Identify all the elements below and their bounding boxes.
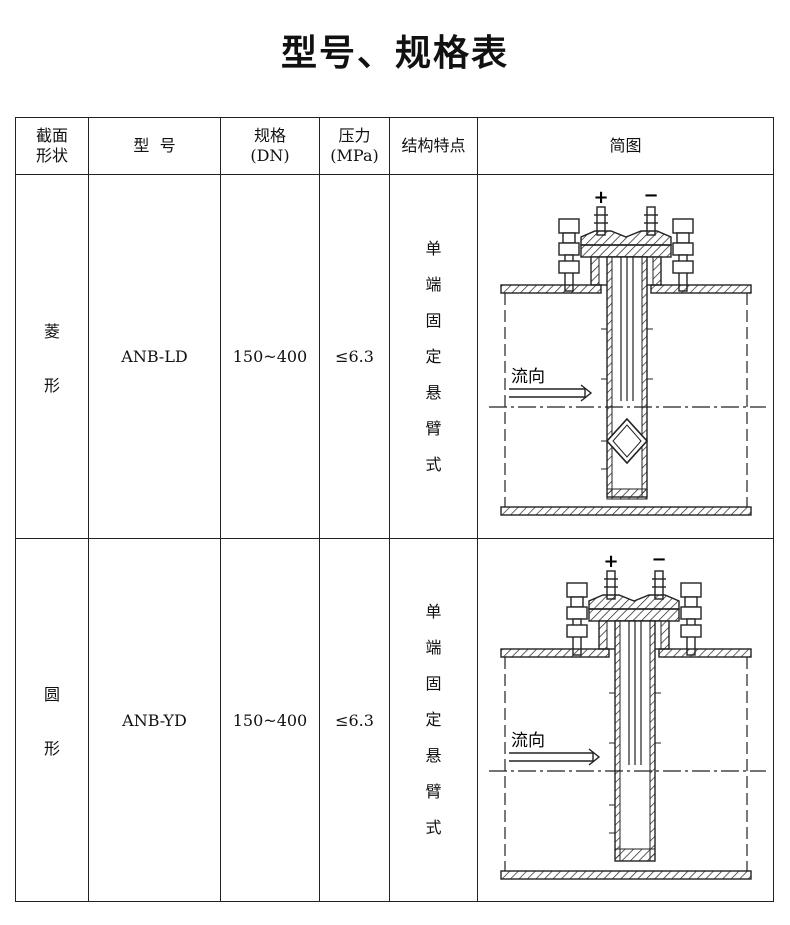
plus-terminal-label: +: [603, 551, 618, 572]
table-row: 菱 形 ANB-LD 150~400 ≤6.3 单 端 固 定 悬 臂 式: [15, 174, 774, 539]
cell-structure: 单 端 固 定 悬 臂 式: [389, 538, 478, 902]
cell-spec: 150~400: [220, 538, 320, 902]
cell-pressure: ≤6.3: [319, 174, 390, 539]
flow-direction-label: 流向: [511, 731, 545, 751]
structure-char: 单: [425, 602, 442, 621]
shape-char: 圆: [43, 685, 60, 704]
header-pressure-line1: 压力: [338, 126, 371, 145]
flow-direction-label: 流向: [511, 367, 545, 387]
structure-char: 固: [425, 310, 442, 330]
cell-diagram: + −: [477, 174, 774, 539]
header-diagram: 简图: [477, 117, 774, 175]
structure-char: 定: [425, 346, 442, 366]
cell-structure: 单 端 固 定 悬 臂 式: [389, 174, 478, 539]
structure-char: 悬: [425, 382, 442, 402]
header-structure: 结构特点: [389, 117, 478, 175]
flow-arrow: [508, 388, 586, 398]
structure-char: 端: [425, 274, 442, 294]
header-model: 型 号: [88, 117, 221, 175]
structure-char: 端: [425, 638, 442, 657]
shape-char: 形: [43, 739, 60, 758]
header-shape-line1: 截面: [35, 126, 68, 145]
cell-diagram: + −: [477, 538, 774, 902]
flange: [587, 593, 680, 650]
shape-char: 形: [43, 375, 60, 395]
table-row: 圆 形 ANB-YD 150~400 ≤6.3 单 端 固 定 悬 臂 式: [15, 538, 774, 902]
structure-char: 定: [425, 710, 442, 729]
cell-shape: 菱 形: [15, 174, 89, 539]
terminal-posts: [603, 569, 666, 600]
minus-terminal-label: −: [651, 549, 666, 570]
cell-shape: 圆 形: [15, 538, 89, 902]
pipe-wall: [499, 647, 752, 880]
structure-char: 式: [425, 454, 442, 474]
header-model-label: 型 号: [133, 136, 176, 155]
cell-pressure: ≤6.3: [319, 538, 390, 902]
flow-arrow-head: [588, 747, 600, 766]
flow-arrow: [508, 751, 594, 762]
header-shape-line2: 形状: [35, 146, 68, 165]
header-pressure-line2: (MPa): [330, 146, 379, 165]
cell-model: ANB-LD: [88, 174, 221, 539]
bolt-assembly: [557, 218, 694, 292]
spec-table: 截面 形状 型 号 规格 (DN) 压力 (MPa) 结构特点 简图 菱 形 A…: [15, 117, 774, 902]
pipe-wall: [499, 284, 752, 516]
header-pressure: 压力 (MPa): [319, 117, 390, 175]
structure-char: 臂: [425, 418, 442, 438]
header-spec: 规格 (DN): [220, 117, 320, 175]
structure-char: 式: [425, 818, 442, 837]
structure-char: 单: [425, 238, 442, 258]
table-header-row: 截面 形状 型 号 规格 (DN) 压力 (MPa) 结构特点 简图: [15, 117, 774, 175]
structure-char: 悬: [425, 746, 442, 765]
diamond-section-diagram: + −: [488, 185, 766, 516]
cell-model: ANB-YD: [88, 538, 221, 902]
flow-arrow-head: [580, 384, 592, 402]
page-title: 型号、规格表: [280, 33, 509, 74]
bolt-assembly: [565, 581, 702, 656]
structure-char: 臂: [425, 782, 442, 801]
structure-char: 固: [425, 674, 442, 693]
plus-terminal-label: +: [593, 187, 608, 208]
probe-body: [608, 619, 661, 862]
probe-body: [600, 256, 653, 500]
header-spec-line1: 规格: [253, 126, 286, 145]
cell-spec: 150~400: [220, 174, 320, 539]
shape-char: 菱: [43, 321, 60, 341]
header-shape: 截面 形状: [15, 117, 89, 175]
header-spec-line2: (DN): [250, 146, 290, 165]
minus-terminal-label: −: [643, 185, 658, 206]
round-section-diagram: + −: [488, 549, 766, 880]
